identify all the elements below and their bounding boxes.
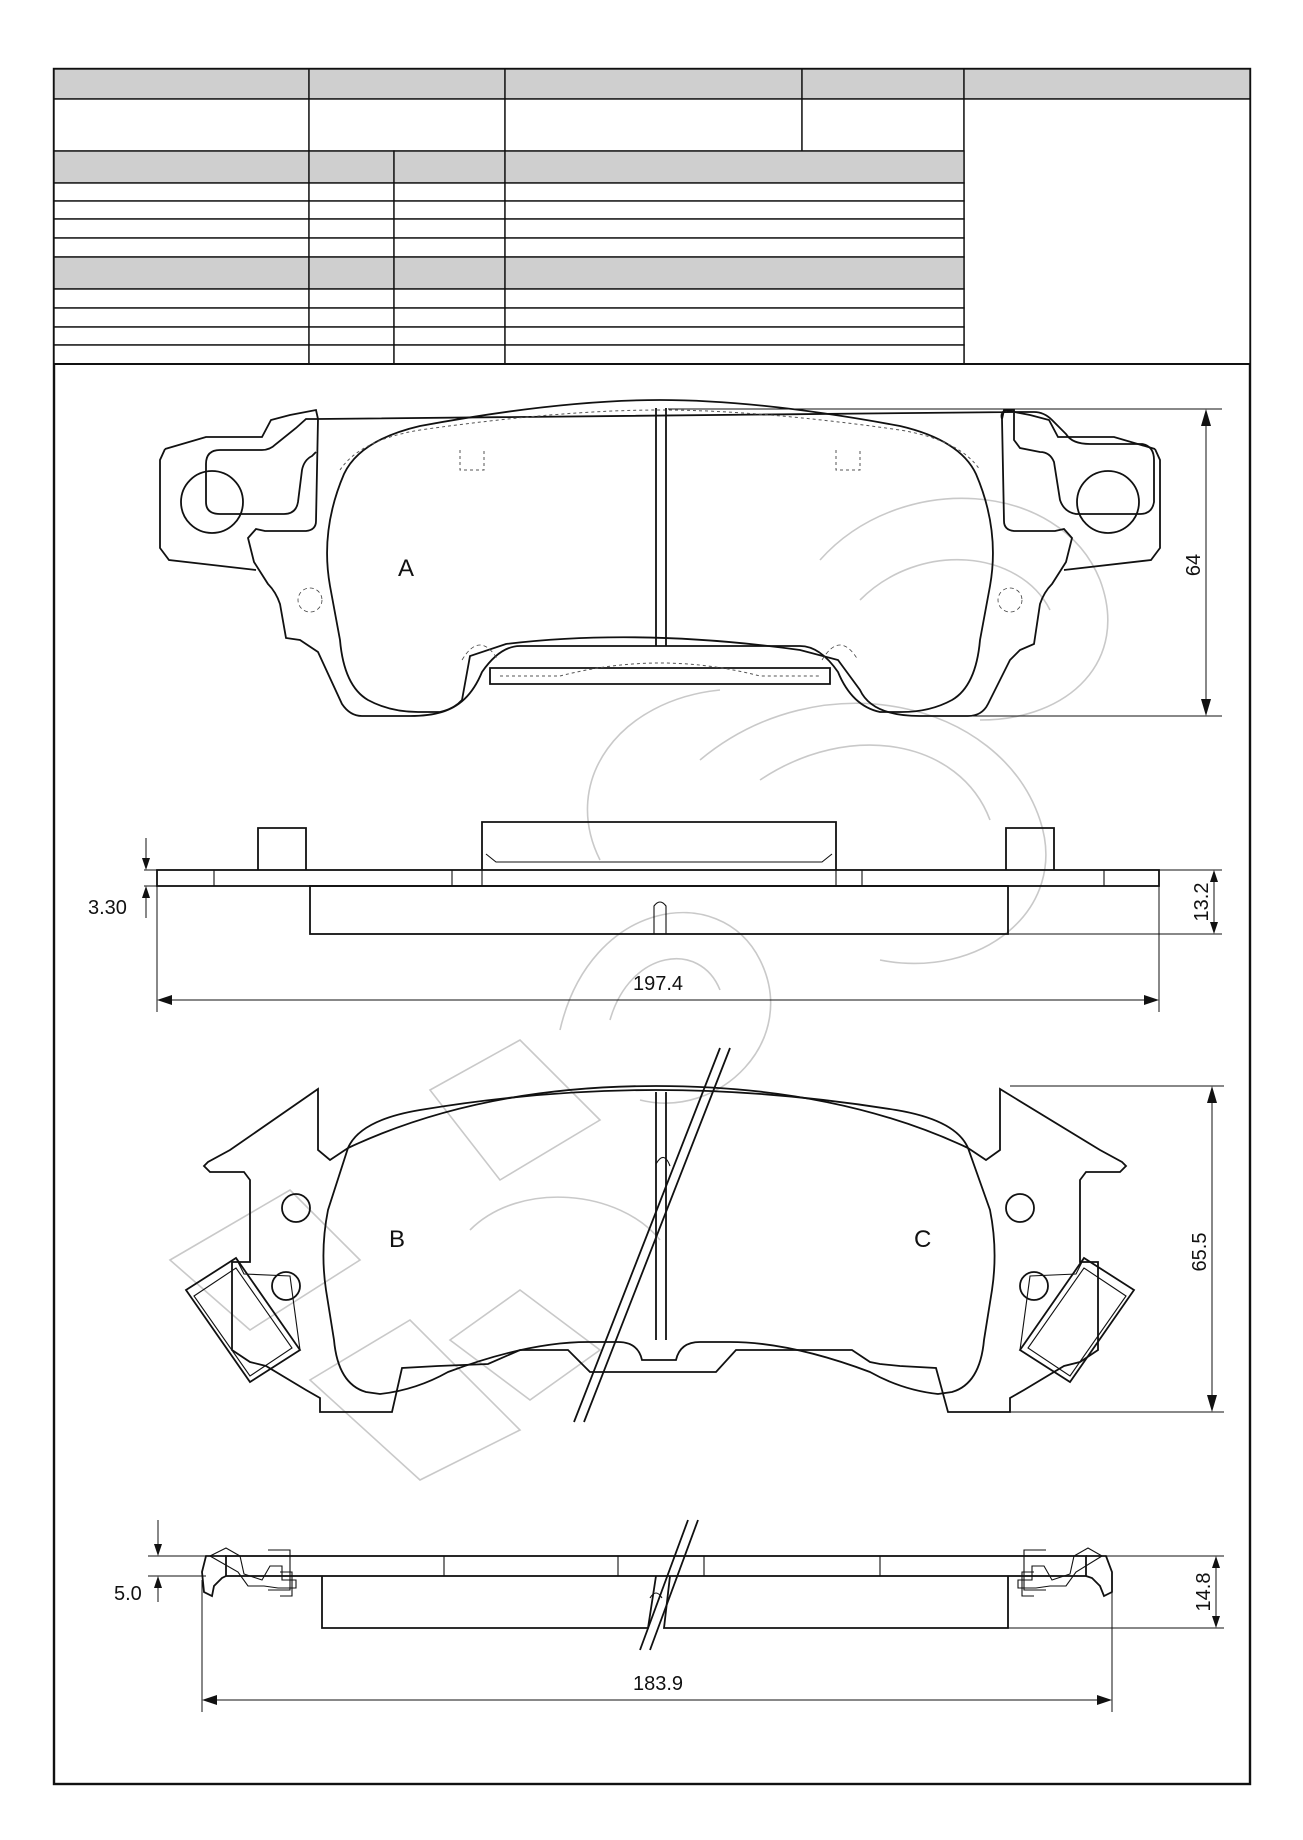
dim-label-64: 64	[1183, 554, 1205, 576]
header-cell-3	[504, 68, 803, 100]
dimension-pad-bc-thickness: 14.8	[1008, 1555, 1224, 1629]
pad-bc-break-line	[573, 1047, 721, 1423]
pad-bc-right-hole-upper	[1005, 1193, 1035, 1223]
dim-label-3-30: 3.30	[88, 897, 127, 919]
header-cell-4	[801, 68, 965, 100]
header-cell-2	[308, 68, 506, 100]
pad-a-wear-indicator	[489, 667, 831, 685]
pad-a-left-hole	[180, 470, 244, 534]
dim-label-13-2: 13.2	[1191, 883, 1213, 922]
pad-a-backplate	[247, 409, 1155, 717]
header-cell-5	[963, 68, 1251, 100]
dimension-pad-bc-width: 183.9	[201, 1580, 1113, 1712]
value-cell-2	[308, 98, 506, 152]
pad-bc-front-view: B C	[184, 1047, 1136, 1423]
pad-a-side-view	[156, 821, 1160, 935]
pad-bc-left-hole-lower	[271, 1271, 301, 1301]
application-table-1	[53, 150, 965, 258]
application-table-2	[53, 256, 965, 365]
title-block-table	[53, 68, 1251, 365]
pad-bc-side-view	[201, 1519, 1113, 1651]
dim-label-5-0: 5.0	[114, 1583, 142, 1605]
pad-a-side-friction	[309, 885, 1009, 935]
pad-bc-side-friction-left	[321, 1575, 657, 1629]
dimension-pad-a-backplate: 3.30	[88, 838, 157, 919]
watermark-logo	[168, 497, 1109, 1481]
pad-a-friction-material	[326, 399, 994, 713]
dimension-pad-a-thickness: 13.2	[1008, 869, 1222, 935]
pad-bc-left-hole-upper	[281, 1193, 311, 1223]
pad-bc-friction-material	[322, 1089, 996, 1395]
pad-bc-side-left-clip	[201, 1555, 227, 1598]
view-label-b: B	[389, 1226, 405, 1253]
pad-bc-side-right-clip	[1085, 1555, 1113, 1598]
view-label-c: C	[914, 1226, 931, 1253]
value-cell-3	[504, 98, 803, 152]
image-cell	[963, 98, 1251, 365]
pad-bc-side-break-line	[639, 1519, 689, 1651]
dim-label-183-9: 183.9	[633, 1673, 683, 1695]
pad-bc-left-clip	[184, 1256, 302, 1384]
header-cell-1	[53, 68, 310, 100]
pad-bc-side-backplate	[225, 1555, 1087, 1577]
pad-a-side-backplate	[156, 869, 1160, 887]
value-cell-1	[53, 98, 310, 152]
dimension-pad-bc-height: 65.5	[1010, 1085, 1224, 1413]
dim-label-14-8: 14.8	[1193, 1573, 1215, 1612]
dimension-pad-a-height: 64	[668, 408, 1222, 717]
dimension-pad-a-width: 197.4	[156, 886, 1160, 1012]
pad-a-right-hole	[1076, 470, 1140, 534]
pad-bc-side-friction-right	[662, 1575, 1009, 1629]
view-label-a: A	[398, 555, 414, 582]
dim-label-65-5: 65.5	[1189, 1233, 1211, 1272]
pad-bc-backplate	[202, 1085, 1128, 1413]
pad-bc-right-hole-lower	[1019, 1271, 1049, 1301]
value-cell-4	[801, 98, 965, 152]
pad-a-front-view: A	[159, 399, 1161, 717]
dimension-pad-bc-backplate: 5.0	[114, 1520, 206, 1605]
dim-label-197-4: 197.4	[633, 973, 683, 995]
